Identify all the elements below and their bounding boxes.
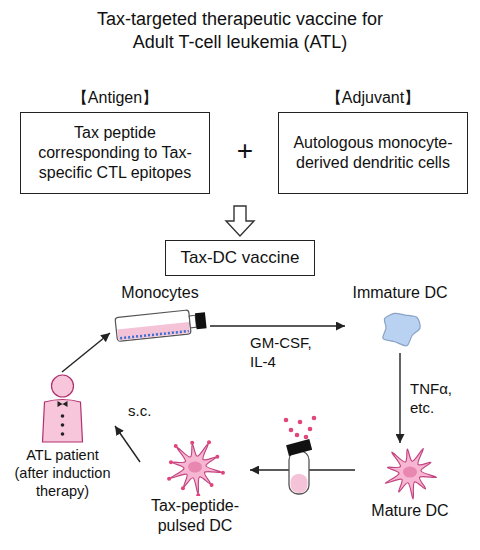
box-frame: Tax peptide corresponding to Tax-specifi… — [20, 112, 210, 194]
box-text: Autologous monocyte-derived dendritic ce… — [287, 133, 459, 173]
immature-icon — [345, 303, 455, 353]
pulsed-dc: Tax-peptide-pulsed DC — [140, 438, 250, 536]
connector — [115, 426, 140, 462]
box-text: Monocytes — [110, 283, 210, 303]
mature-dc: Mature DC — [355, 443, 465, 521]
box-text: Mature DC — [355, 501, 465, 521]
connector — [210, 325, 345, 326]
mature-icon — [355, 443, 465, 501]
box-text: Tax-peptide-pulsed DC — [140, 496, 250, 536]
connector — [399, 353, 400, 443]
pulsed-icon — [140, 438, 250, 496]
box-frame: Autologous monocyte-derived dendritic ce… — [278, 112, 468, 194]
plus-sign: + — [230, 134, 260, 168]
connector — [62, 333, 110, 372]
patient: ATL patient (after induction therapy) — [10, 372, 115, 500]
monocyte-flask: Monocytes — [110, 283, 210, 347]
box-text: Tax-DC vaccine — [180, 247, 299, 268]
adjuvant-box: 【Adjuvant】 Autologous monocyte-derived de… — [278, 88, 468, 194]
box-text: ATL patient (after induction therapy) — [10, 446, 115, 500]
immature-dc: Immature DC — [345, 283, 455, 353]
vaccine-box: Tax-DC vaccine — [165, 240, 315, 276]
antigen-box: 【Antigen】 Tax peptide corresponding to Ta… — [20, 88, 210, 194]
box-text: Immature DC — [345, 283, 455, 303]
flask-icon — [110, 303, 210, 347]
diagram-title: Tax-targeted therapeutic vaccine for Adu… — [80, 8, 400, 55]
box-heading: 【Antigen】 — [20, 88, 210, 108]
box-heading: 【Adjuvant】 — [278, 88, 468, 108]
edge-label: s.c. — [128, 402, 158, 421]
peptide-tube — [284, 416, 317, 494]
box-frame: Tax-DC vaccine — [165, 240, 315, 276]
hollow-arrow — [226, 206, 254, 236]
edge-label: TNFα, etc. — [410, 380, 468, 418]
box-text: Tax peptide corresponding to Tax-specifi… — [29, 123, 201, 183]
person-icon — [10, 372, 115, 446]
edge-label: GM-CSF, IL-4 — [250, 334, 325, 372]
